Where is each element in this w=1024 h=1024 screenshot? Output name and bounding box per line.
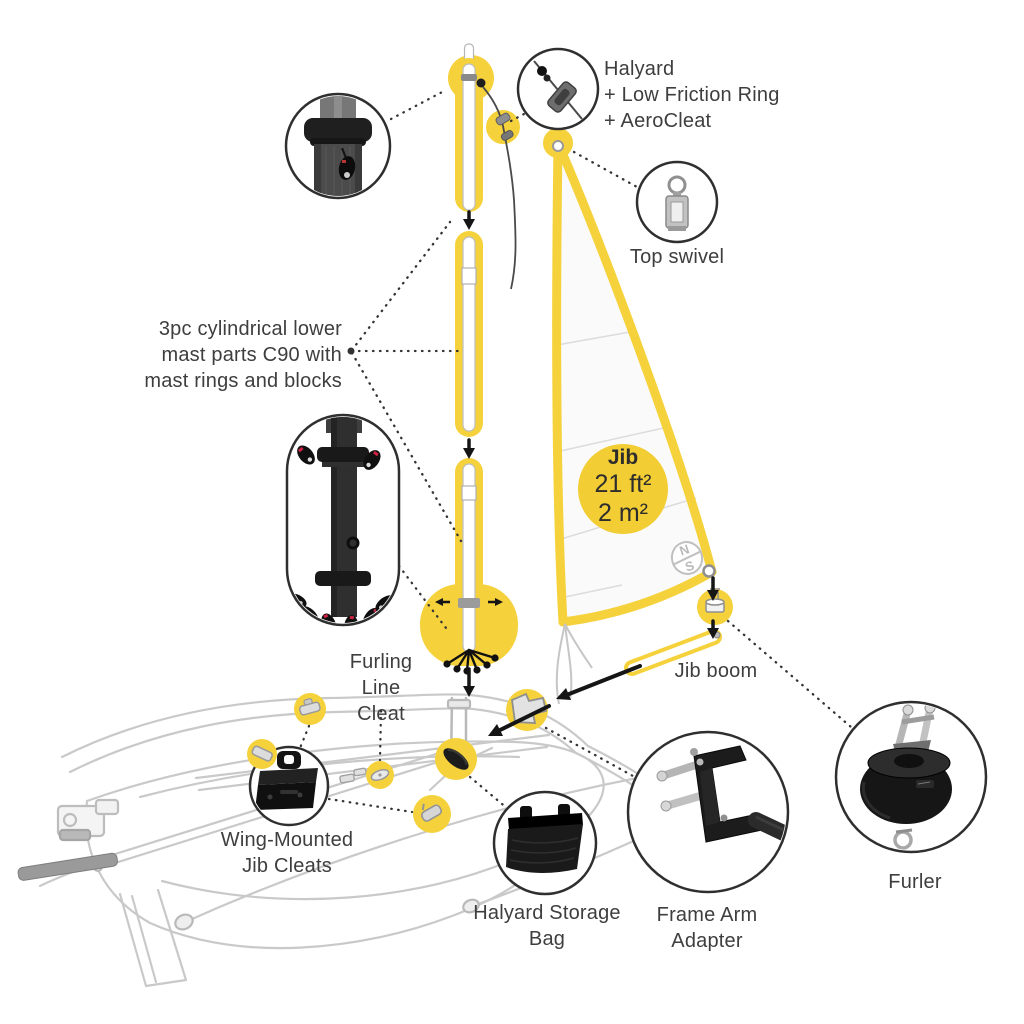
stern-fitting-3	[94, 798, 120, 816]
connector-blocks-detail	[397, 564, 448, 630]
rudder-lines	[118, 888, 188, 988]
arrow-boom-to-adapter	[488, 664, 642, 736]
stern-fitting-4	[58, 828, 92, 842]
furler-label: Furler	[888, 871, 942, 893]
connector-halyard-detail	[509, 112, 526, 123]
tube-endcap-2	[462, 898, 480, 914]
top-swivel-photo-icon	[665, 175, 689, 231]
halyard-storage-bag-label: Halyard Storage Bag	[473, 902, 621, 950]
jib-badge-circle	[578, 444, 668, 534]
sail-foot-edge	[558, 567, 717, 627]
tube-endcap-1	[174, 913, 194, 931]
top-swivel-label: Top swivel	[629, 246, 725, 268]
jib-boom-label: Jib boom	[674, 660, 758, 682]
low-friction-ring-icon	[495, 112, 511, 126]
deck-line-2	[160, 855, 521, 901]
frame-arm-adapter-position-icon	[511, 692, 548, 724]
hull-top	[85, 740, 605, 845]
mast-base-blocks-icon	[443, 648, 499, 675]
stern-fitting-2	[62, 812, 78, 828]
connector-cleat-detail	[327, 797, 414, 814]
mast-joint-sleeve-1	[461, 267, 477, 285]
ns-logo-n: N	[678, 541, 692, 558]
wing-cleat-left-sketch-icon	[298, 698, 321, 716]
mast-base-side-arrows	[435, 598, 503, 606]
connector-mast-parts-3	[350, 351, 463, 543]
dotted-connectors	[298, 88, 853, 814]
hull-bottom	[85, 799, 555, 950]
connector-bag-detail	[468, 775, 510, 811]
storage-bag-position-icon	[443, 748, 469, 770]
wing-cleat-right-sketch-icon	[251, 745, 273, 762]
sail-luff-edge	[552, 138, 568, 627]
jib-badge-area-m: 2 m²	[598, 499, 648, 527]
jib-sheet-cleat-sketch-icon	[421, 803, 442, 822]
storage-bag-photo-icon	[506, 804, 583, 873]
wing-mounted-jib-cleats-label: Wing-Mounted Jib Cleats	[220, 829, 354, 877]
arrow-furler-to-boom	[707, 619, 719, 639]
mast-parts-anchor-dot	[347, 347, 355, 355]
furler-position-icon	[705, 588, 725, 613]
furling-line-cleat-label: Furling Line Cleat	[349, 651, 413, 725]
furler-detail	[834, 700, 988, 854]
connector-adapter-detail	[544, 726, 635, 778]
ns-logo: N S	[670, 541, 704, 575]
masthead-detail	[284, 92, 392, 200]
tiller-bar	[17, 852, 118, 881]
connector-furler-detail	[726, 619, 853, 729]
mast-blocks-photo-icon	[289, 417, 397, 623]
deck-cleat-1	[339, 773, 355, 784]
mast	[420, 43, 518, 675]
halyard-hardware-photo-icon	[533, 60, 583, 120]
jib-boom	[624, 629, 722, 676]
jib-cleat-photo-icon	[255, 751, 318, 810]
mast-section-2-tube	[462, 236, 476, 432]
deck-cleat-2	[353, 767, 367, 777]
mast-parts-label: 3pc cylindrical lower mast parts C90 wit…	[144, 318, 342, 392]
halyard-storage-bag-detail	[492, 790, 598, 896]
arrow-mast-to-step	[463, 667, 475, 697]
connector-mast-parts-1	[350, 220, 452, 352]
arrow-mast-joint-2	[463, 438, 475, 459]
connector-top-swivel	[572, 150, 639, 189]
arrow-clew-to-furler	[707, 576, 719, 601]
masthead-band	[461, 74, 477, 81]
mast-rings-blocks-detail	[285, 413, 401, 627]
mast-base-collar	[458, 598, 480, 608]
furler-photo-icon	[860, 704, 952, 850]
connector-furling-cleat	[378, 709, 383, 762]
mast-section-1-tube	[462, 63, 476, 211]
halyard-line-group	[482, 86, 520, 290]
furling-cleat-sketch-icon	[370, 769, 390, 781]
arrows	[463, 210, 719, 736]
sail-leech-edge	[553, 138, 717, 577]
clew-ring	[702, 564, 716, 578]
halyard-label: Halyard + Low Friction Ring + AeroCleat	[604, 58, 780, 132]
masthead-block-icon	[476, 78, 486, 88]
arrow-mast-joint-1	[463, 210, 475, 230]
connector-wing-cleat	[298, 724, 311, 750]
halyard-line	[482, 86, 517, 290]
mast-joint-sleeve-2	[461, 485, 477, 501]
head-grommet	[552, 140, 564, 152]
mast-step-collar	[446, 698, 472, 710]
jib-area-badge: Jib 21 ft² 2 m²	[565, 446, 681, 528]
aerocleat-icon	[500, 130, 514, 141]
furler-position	[697, 588, 733, 625]
halyard-hardware-detail	[516, 47, 600, 131]
masthead-photo-icon	[304, 96, 372, 196]
jib-badge-title: Jib	[607, 446, 639, 469]
top-swivel-detail	[635, 160, 719, 244]
connector-masthead-detail	[389, 88, 448, 121]
jib-badge-area-ft: 21 ft²	[594, 470, 652, 498]
frame-arm-adapter-detail	[626, 730, 790, 894]
frame-arm-adapter-label: Frame Arm Adapter	[656, 904, 758, 952]
